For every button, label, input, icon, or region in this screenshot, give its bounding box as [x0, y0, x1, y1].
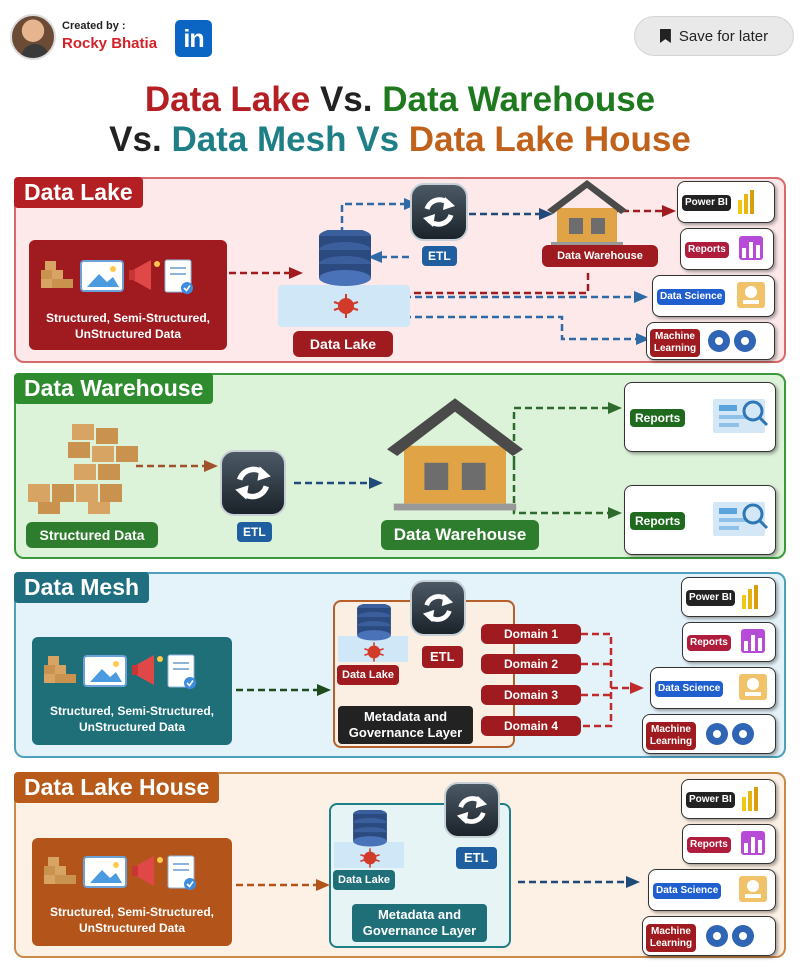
reports-chart-icon [741, 831, 765, 855]
lake-sources-box: Structured, Semi-Structured, UnStructure… [29, 240, 227, 350]
mesh-etl-label: ETL [422, 646, 463, 668]
mesh-sources-label: Structured, Semi-Structured, UnStructure… [49, 704, 215, 734]
power-bi-icon [742, 585, 758, 609]
lh-sources-label: Structured, Semi-Structured, UnStructure… [49, 905, 215, 935]
lake-data-lake-label: Data Lake [293, 331, 393, 357]
mesh-domain-4[interactable]: Domain 4 [481, 716, 581, 736]
wh-warehouse-icon [387, 398, 523, 511]
data-science-icon [737, 282, 765, 308]
lake-output-data-science[interactable]: Data Science [652, 275, 775, 317]
lake-output-machine-learning[interactable]: Machine Learning [646, 322, 775, 360]
lake-output-power-bi[interactable]: Power BI [677, 181, 775, 223]
lh-governance-label: Metadata and Governance Layer [352, 904, 487, 942]
refresh-icon [421, 194, 457, 230]
refresh-icon [233, 463, 273, 503]
mesh-etl-icon[interactable] [410, 580, 466, 636]
created-by-label: Created by : [62, 20, 126, 32]
wh-flow-arrows [136, 402, 622, 519]
power-bi-icon [738, 190, 754, 214]
mesh-sources-box: Structured, Semi-Structured, UnStructure… [32, 637, 232, 745]
mesh-domain-1[interactable]: Domain 1 [481, 624, 581, 644]
bookmark-icon [659, 29, 671, 43]
lh-data-lake-label: Data Lake [333, 870, 395, 890]
wh-etl-label: ETL [237, 522, 272, 542]
lake-database-icon [319, 230, 371, 319]
section-label-data-lake: Data Lake [14, 177, 143, 208]
mesh-data-lake-label: Data Lake [337, 665, 399, 685]
reports-chart-icon [741, 629, 765, 653]
structured-data-boxes-icon [28, 424, 138, 514]
report-magnifier-icon [713, 399, 769, 435]
machine-learning-icon [708, 330, 756, 352]
mesh-governance-label: Metadata and Governance Layer [338, 706, 473, 744]
wh-warehouse-label: Data Warehouse [381, 520, 539, 550]
section-label-data-lake-house: Data Lake House [14, 772, 220, 803]
lake-output-reports[interactable]: Reports [680, 228, 774, 270]
power-bi-icon [742, 787, 758, 811]
mesh-output-machine-learning[interactable]: Machine Learning [642, 714, 776, 754]
wh-output-reports-1[interactable]: Reports [624, 382, 776, 452]
mesh-domain-2[interactable]: Domain 2 [481, 654, 581, 674]
lake-warehouse-label: Data Warehouse [542, 245, 658, 267]
mesh-domain-3[interactable]: Domain 3 [481, 685, 581, 705]
author-name[interactable]: Rocky Bhatia [62, 35, 158, 52]
report-magnifier-icon [713, 502, 769, 538]
lh-sources-box: Structured, Semi-Structured, UnStructure… [32, 838, 232, 946]
section-label-data-mesh: Data Mesh [14, 572, 150, 603]
data-science-icon [739, 674, 767, 700]
mesh-flow-arrows [236, 632, 644, 728]
linkedin-icon[interactable]: in [175, 20, 212, 57]
machine-learning-icon [706, 925, 754, 947]
save-for-later-label: Save for later [678, 27, 769, 45]
page-title-line-2: Vs. Data Mesh Vs Data Lake House [109, 120, 691, 159]
mesh-output-data-science[interactable]: Data Science [650, 667, 776, 709]
mesh-output-power-bi[interactable]: Power BI [681, 577, 776, 617]
section-label-data-warehouse: Data Warehouse [14, 373, 214, 404]
author-avatar [10, 14, 56, 60]
lake-warehouse-icon [547, 180, 627, 246]
mesh-output-reports[interactable]: Reports [682, 622, 776, 662]
wh-etl-icon[interactable] [220, 450, 286, 516]
lh-output-reports[interactable]: Reports [682, 824, 776, 864]
lake-etl-icon[interactable] [410, 183, 468, 241]
wh-structured-data-label: Structured Data [26, 522, 158, 548]
lake-sources-label: Structured, Semi-Structured, UnStructure… [45, 311, 211, 341]
lh-etl-label: ETL [456, 847, 497, 869]
lake-etl-label: ETL [422, 246, 457, 266]
lh-output-machine-learning[interactable]: Machine Learning [642, 916, 776, 956]
save-for-later-button[interactable]: Save for later [634, 16, 794, 56]
lh-etl-icon[interactable] [444, 782, 500, 838]
machine-learning-icon [706, 723, 754, 745]
data-science-icon [739, 876, 767, 902]
page-title-line-1: Data Lake Vs. Data Warehouse [144, 80, 656, 119]
lh-output-data-science[interactable]: Data Science [648, 869, 776, 911]
lh-flow-arrows [236, 876, 640, 891]
reports-chart-icon [739, 236, 763, 260]
lh-output-power-bi[interactable]: Power BI [681, 779, 776, 819]
wh-output-reports-2[interactable]: Reports [624, 485, 776, 555]
